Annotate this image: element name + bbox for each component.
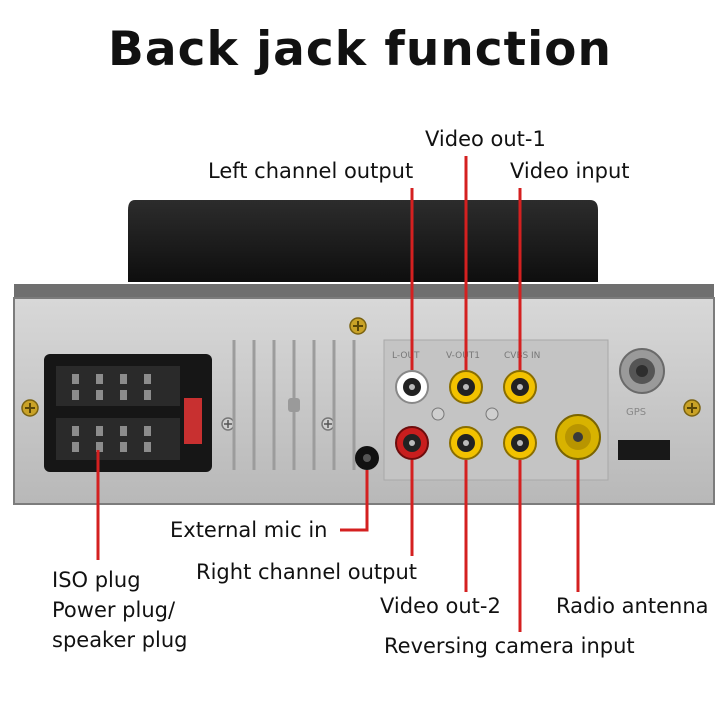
panel-marking-cvbs: CVBS IN	[504, 351, 540, 361]
gps-connector	[619, 348, 665, 394]
iso-connector	[44, 354, 212, 472]
usb-port	[618, 440, 670, 460]
mic-jack	[355, 446, 379, 470]
label-power-plug: Power plug/	[52, 598, 176, 622]
label-video-out-2: Video out-2	[380, 594, 501, 618]
panel-marking-vout1: V-OUT1	[446, 351, 480, 361]
pointer-lines	[96, 156, 580, 632]
label-radio-antenna: Radio antenna	[556, 594, 709, 618]
label-video-input: Video input	[510, 159, 630, 183]
screw-right	[683, 399, 701, 417]
screw-mid-left	[221, 417, 235, 431]
label-iso-plug: ISO plug	[52, 568, 141, 592]
screw-top	[349, 317, 367, 335]
faceplate-housing	[128, 200, 598, 282]
label-external-mic: External mic in	[170, 518, 328, 542]
radio-antenna-jack	[555, 414, 601, 460]
label-right-channel-output: Right channel output	[196, 560, 418, 584]
pointer-mic	[340, 470, 369, 532]
rca-video-out-1	[449, 370, 483, 404]
label-reversing-camera-input: Reversing camera input	[384, 634, 635, 658]
panel-marking-lout: L-OUT	[392, 351, 420, 361]
rca-video-out-2	[449, 426, 483, 460]
screw-left	[21, 399, 39, 417]
rca-reversing-camera	[503, 426, 537, 460]
screw-mid-right	[321, 417, 335, 431]
panel-marking-gps: GPS	[626, 407, 646, 418]
rca-video-input	[503, 370, 537, 404]
rca-left-channel-out	[395, 370, 429, 404]
label-left-channel-output: Left channel output	[208, 159, 414, 183]
label-video-out-1: Video out-1	[425, 127, 546, 151]
page-title: Back jack function	[108, 22, 612, 77]
rca-right-channel-out	[395, 426, 429, 460]
label-speaker-plug: speaker plug	[52, 628, 188, 652]
